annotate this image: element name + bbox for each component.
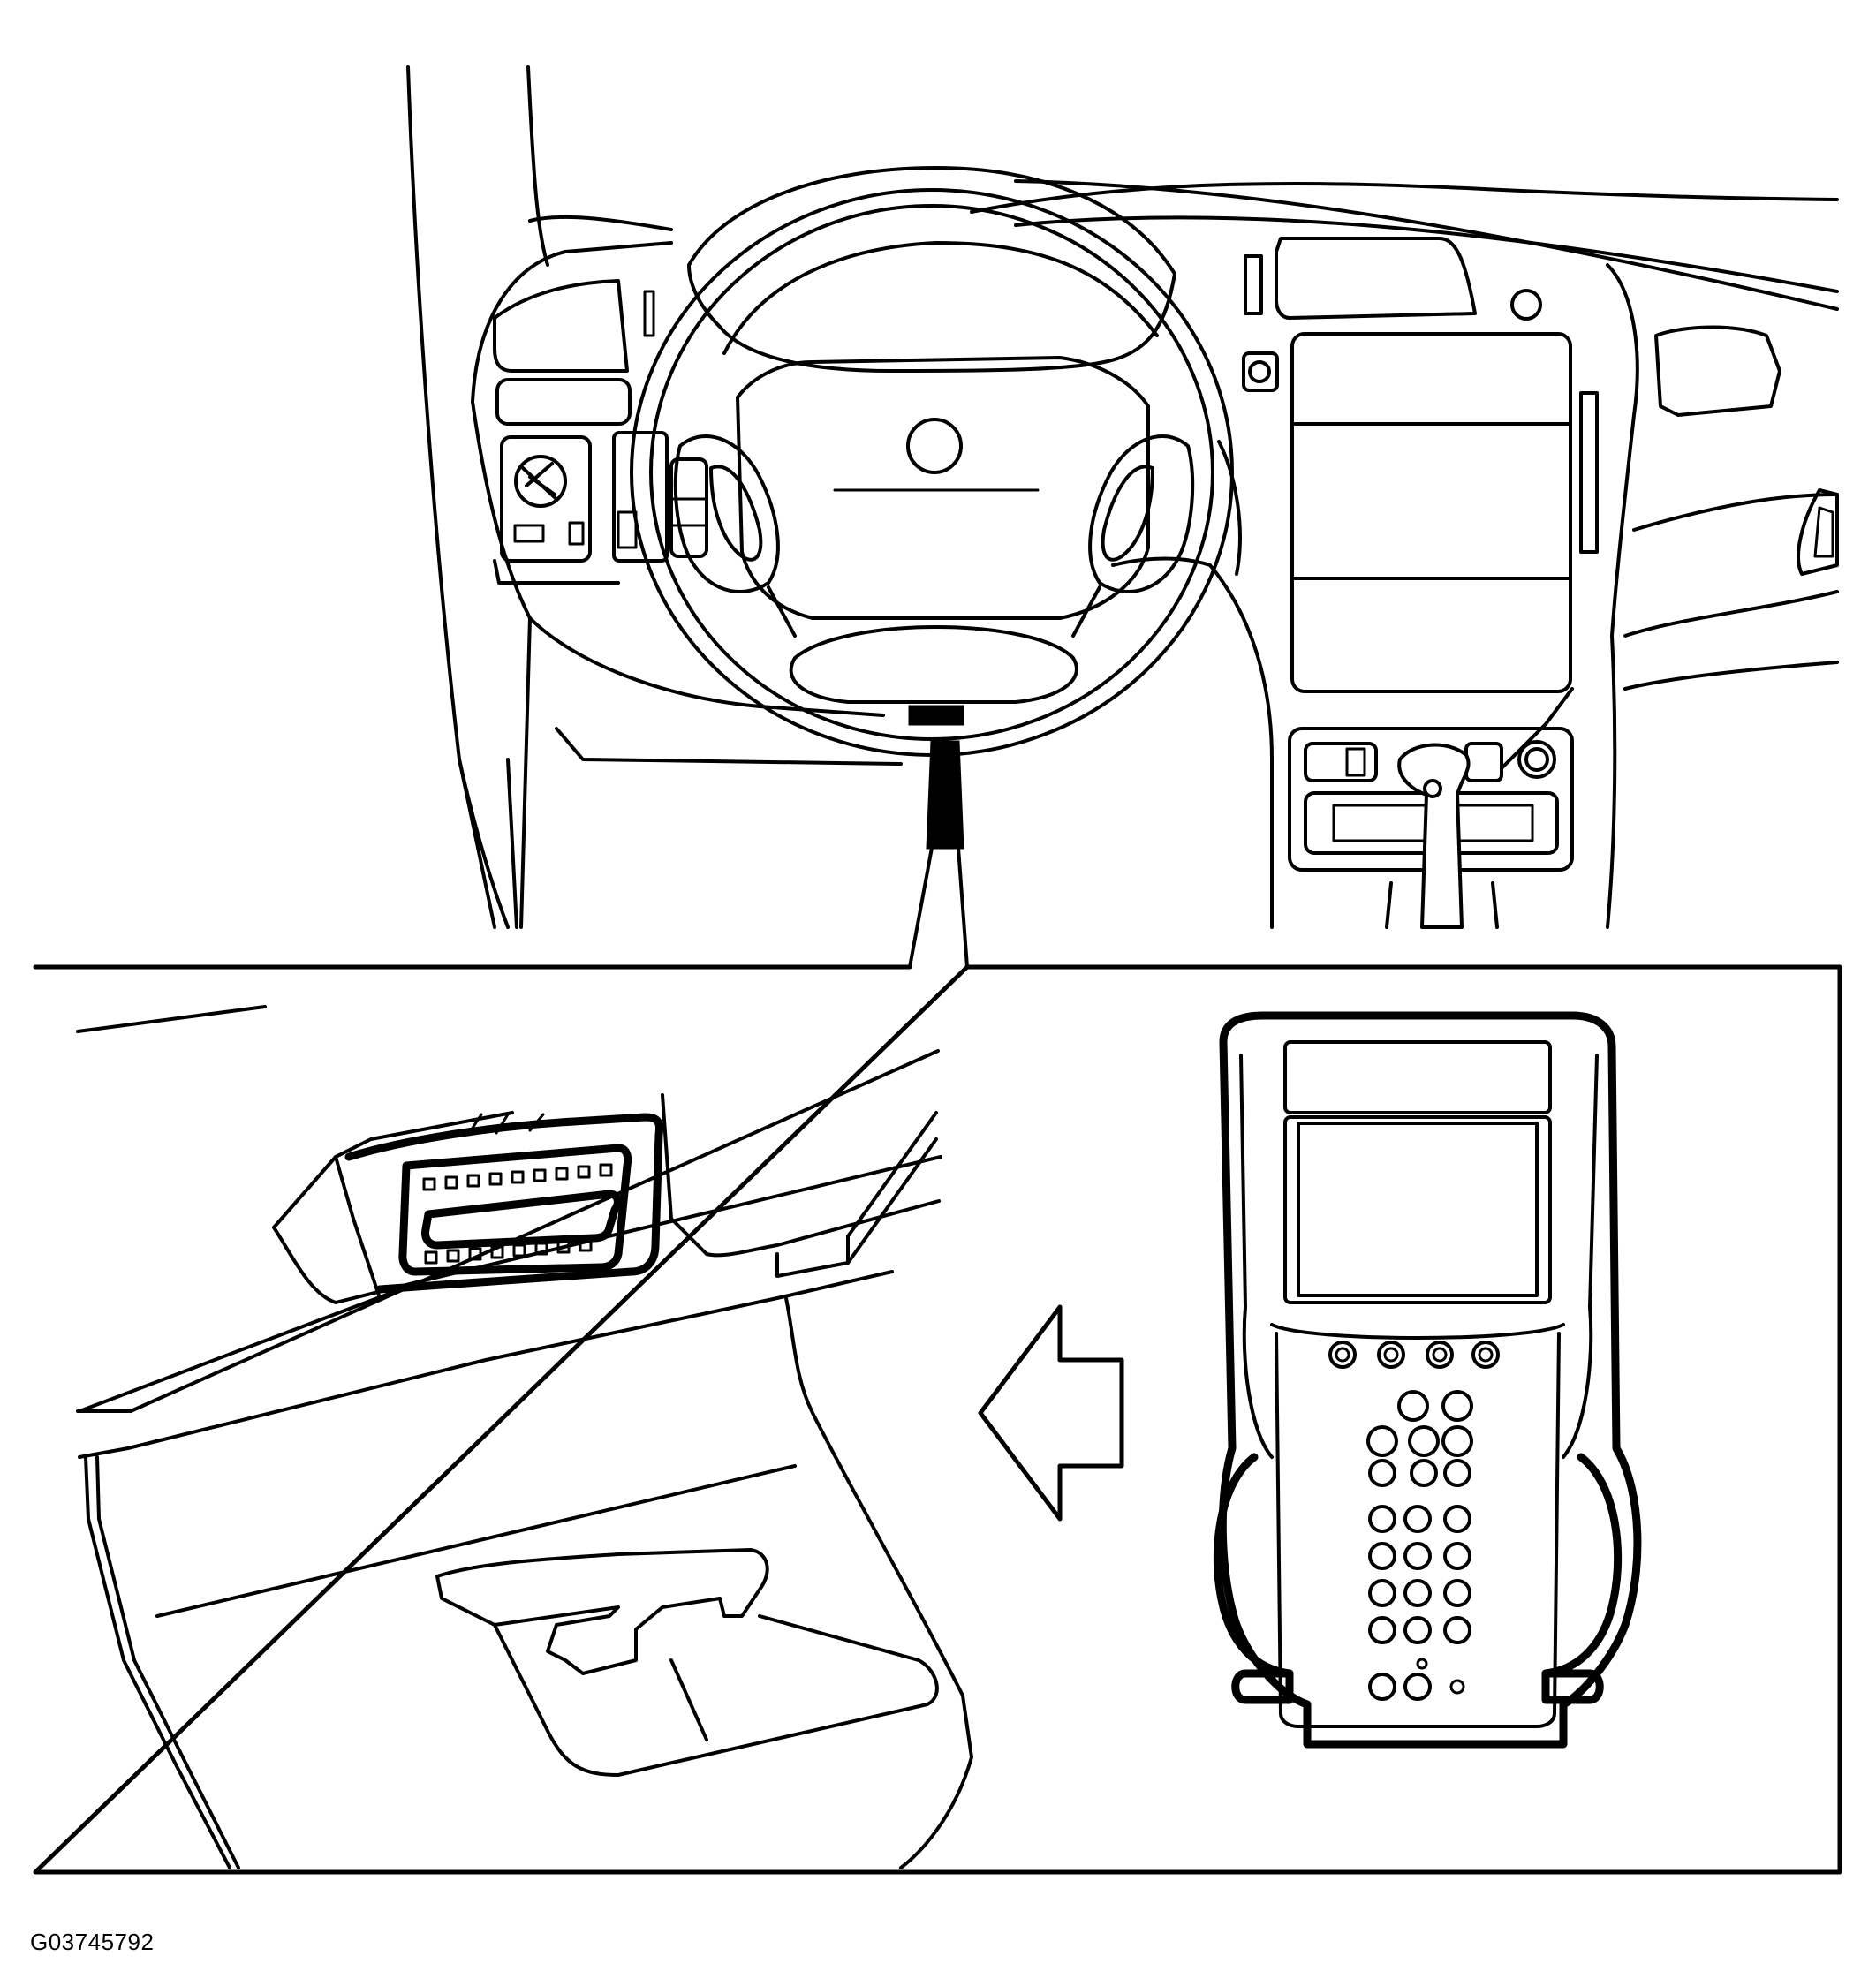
hood-release-lever bbox=[435, 1548, 939, 1777]
scan-tool-keypad bbox=[1366, 1390, 1473, 1701]
figure-id-label: G03745792 bbox=[30, 1929, 155, 1955]
inset-frame bbox=[33, 964, 1842, 1875]
connector-closeup bbox=[76, 1005, 973, 1869]
connector-pins-bottom bbox=[424, 1238, 593, 1265]
scan-tool bbox=[1213, 1011, 1642, 1749]
center-stack bbox=[1242, 237, 1599, 929]
steering-wheel bbox=[630, 166, 1234, 757]
right-dash-details bbox=[1654, 325, 1839, 576]
dashboard-view bbox=[406, 65, 1839, 969]
arrow-left-icon bbox=[978, 1304, 1124, 1522]
connector-pins-top bbox=[422, 1163, 613, 1191]
connector-marker bbox=[908, 705, 969, 969]
dashboard-outline bbox=[471, 179, 1839, 929]
a-pillar bbox=[406, 65, 549, 929]
scan-tool-function-buttons bbox=[1328, 1341, 1500, 1369]
